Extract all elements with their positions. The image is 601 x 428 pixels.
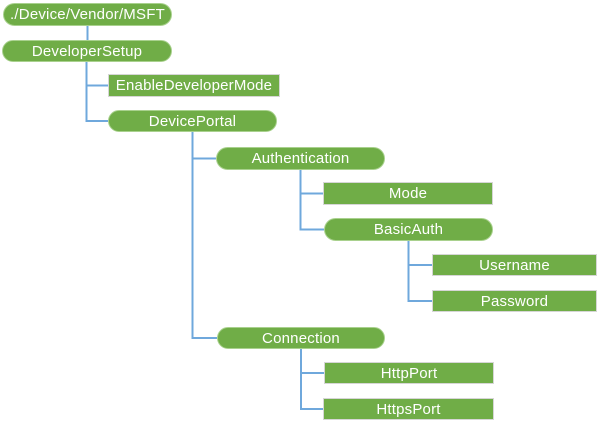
tree-node-username: Username xyxy=(432,254,597,276)
connector-line xyxy=(300,349,323,410)
connector-line xyxy=(407,241,432,302)
tree-node-connection: Connection xyxy=(217,327,385,349)
connector-line xyxy=(85,62,108,122)
connector-line xyxy=(85,62,108,87)
tree-node-developersetup: DeveloperSetup xyxy=(2,40,172,62)
tree-node-mode: Mode xyxy=(323,182,493,205)
connector-line xyxy=(299,170,324,231)
connector-line xyxy=(191,132,217,339)
tree-node-password: Password xyxy=(432,290,597,312)
tree-node-httpport: HttpPort xyxy=(324,362,494,384)
connector-line xyxy=(191,132,216,160)
tree-node-authentication: Authentication xyxy=(216,147,385,170)
connector-line xyxy=(300,349,324,374)
tree-node-enabledevelopermode: EnableDeveloperMode xyxy=(108,74,280,97)
tree-node-device-vendor-msft: ./Device/Vendor/MSFT xyxy=(3,3,172,26)
tree-node-basicauth: BasicAuth xyxy=(324,218,493,241)
connector-line xyxy=(407,241,432,266)
tree-node-httpsport: HttpsPort xyxy=(323,398,494,420)
connector-line xyxy=(299,170,323,195)
tree-node-deviceportal: DevicePortal xyxy=(108,110,277,132)
